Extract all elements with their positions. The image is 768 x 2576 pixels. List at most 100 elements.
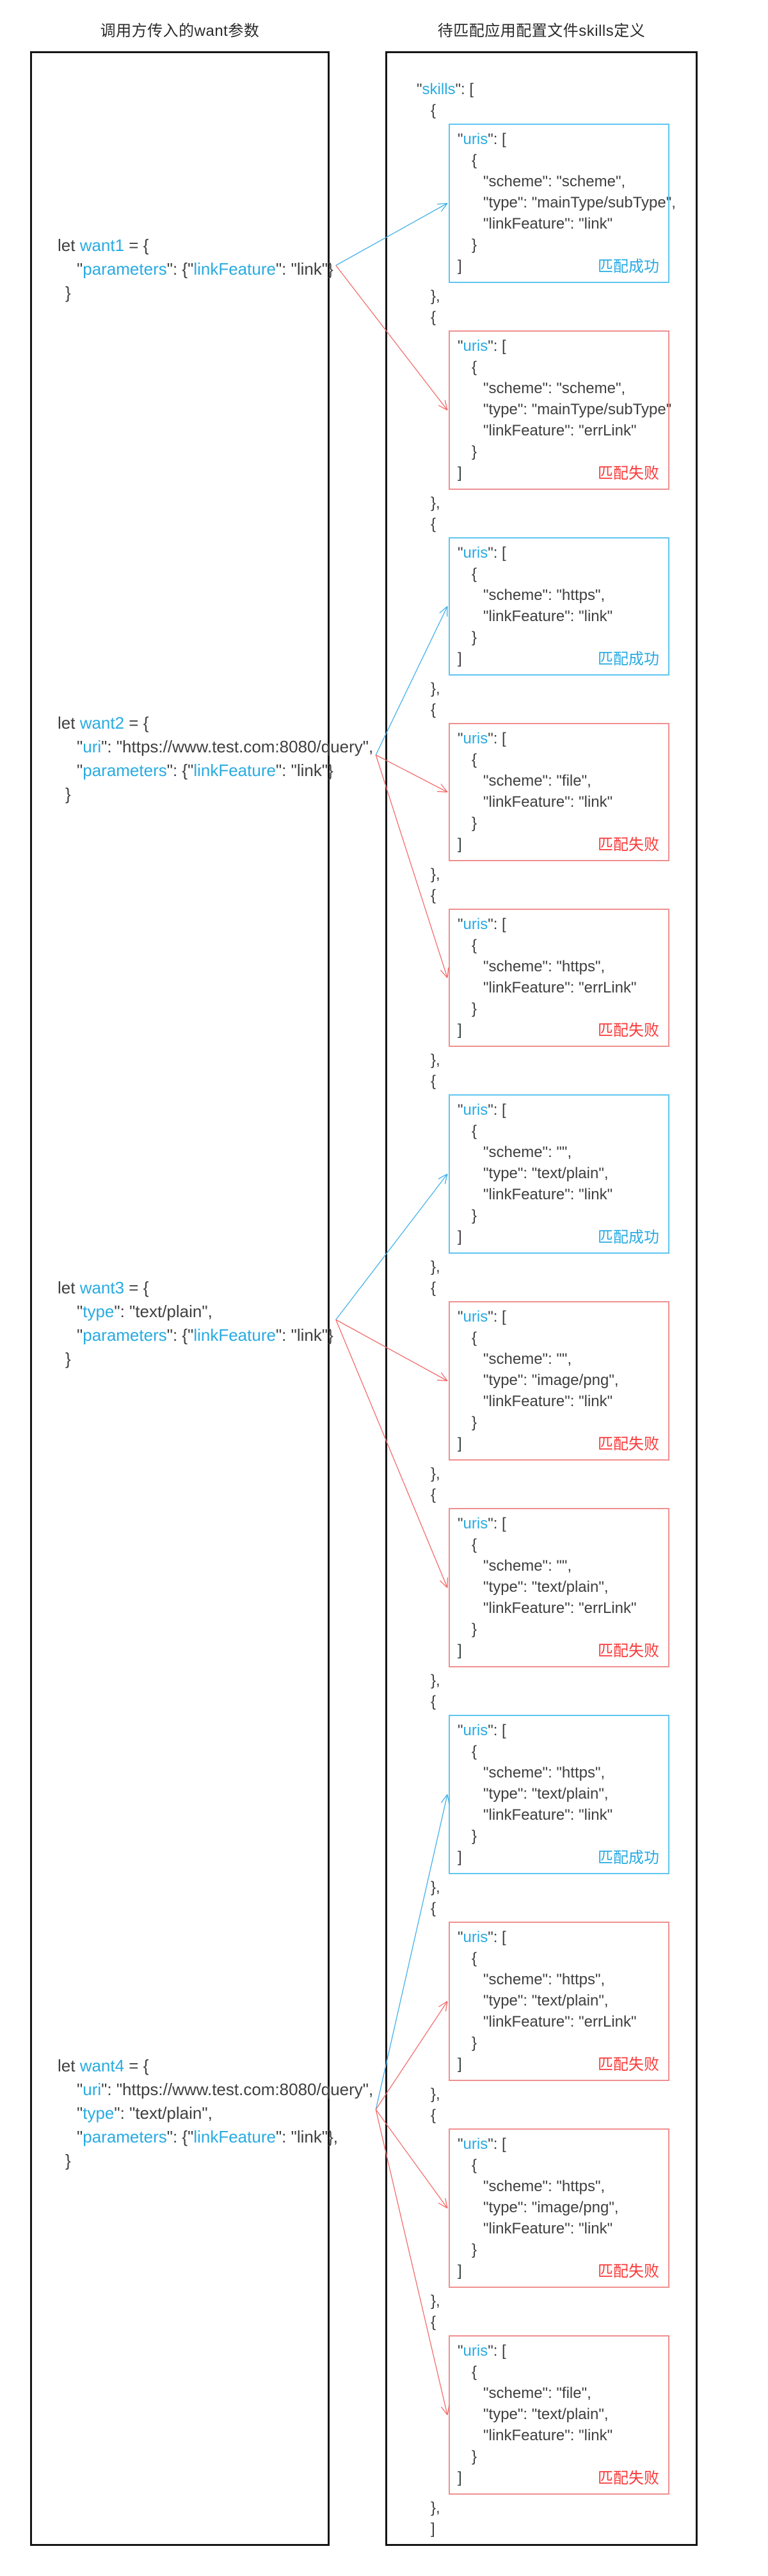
code-token-key: linkFeature <box>193 2127 276 2146</box>
uris-array-open: "uris": [ <box>450 1513 668 1534</box>
skill-item-close: }, <box>431 288 440 305</box>
code-token-key: skills <box>422 81 456 98</box>
code-token-key: uris <box>463 1929 488 1946</box>
skill-item-open: { <box>431 515 436 533</box>
code-token: ": {" <box>166 2127 194 2146</box>
uri-field: "linkFeature": "link" <box>483 2220 613 2237</box>
uri-field: "type": "mainType/subType", <box>483 194 676 211</box>
match-result-label-success: 匹配成功 <box>598 1849 659 1867</box>
uris-array-open: "uris": [ <box>450 2340 668 2361</box>
code-token: " <box>77 259 83 279</box>
code-token: ": [ <box>488 131 506 148</box>
code-token: ": [ <box>488 337 506 355</box>
code-token-key: uris <box>463 730 488 747</box>
skill-item-open: { <box>431 1486 436 1503</box>
code-token: ": [ <box>488 2135 506 2153</box>
code-token: ": [ <box>488 730 506 747</box>
code-token: " <box>458 1101 463 1119</box>
code-token-key: uris <box>463 131 488 148</box>
code-token-key: uris <box>463 544 488 562</box>
uris-array-open: "uris": [ <box>450 1306 668 1327</box>
code-line: let want3 = { <box>58 1276 333 1300</box>
uri-field: "linkFeature": "errLink" <box>483 1600 637 1617</box>
uri-object-close: } <box>472 2448 477 2465</box>
uris-array-open: "uris": [ <box>450 336 668 357</box>
code-token: ": {" <box>166 259 194 279</box>
code-token: ": "link"} <box>275 761 333 780</box>
skill-item-close: }, <box>431 866 440 883</box>
code-line: } <box>58 1347 333 1371</box>
skill-item-close: }, <box>431 1672 440 1689</box>
uri-object-open: { <box>472 2157 477 2174</box>
uri-field: "type": "image/png", <box>483 1372 619 1389</box>
code-token: ": [ <box>488 2342 506 2360</box>
uri-object-close: } <box>472 1414 477 1431</box>
code-token: ": [ <box>488 916 506 933</box>
skill-item-open: { <box>431 102 436 119</box>
code-token-key: uris <box>463 2342 488 2360</box>
uri-field: "scheme": "https", <box>483 1764 605 1781</box>
code-token: let <box>58 2056 80 2075</box>
code-token: = { <box>124 236 149 255</box>
code-token: " <box>77 2127 83 2146</box>
uris-array-close: ] <box>458 650 462 667</box>
code-line: "type": "text/plain", <box>58 2102 373 2125</box>
match-result-label-fail: 匹配失败 <box>598 2470 659 2487</box>
match-result-label-success: 匹配成功 <box>598 651 659 668</box>
code-line: let want4 = { <box>58 2054 373 2078</box>
code-token: ": [ <box>488 1515 506 1532</box>
want-snippet-want3: let want3 = {"type": "text/plain","param… <box>58 1276 333 1371</box>
code-line: let want1 = { <box>58 234 333 257</box>
code-line: "type": "text/plain", <box>58 1300 333 1324</box>
code-line: "parameters": {"linkFeature": "link"} <box>58 1324 333 1347</box>
skill-item-close: }, <box>431 2499 440 2516</box>
uri-object-open: { <box>472 1950 477 1967</box>
uri-object-open: { <box>472 359 477 376</box>
code-token: ": [ <box>488 544 506 562</box>
code-token-key: type <box>83 1302 115 1321</box>
skill-item-open: { <box>431 1279 436 1297</box>
uris-array-close: ] <box>458 1849 462 1866</box>
want-snippet-want1: let want1 = {"parameters": {"linkFeature… <box>58 234 333 305</box>
skills-list: {"uris": [{"scheme": "scheme","type": "m… <box>417 100 696 2518</box>
uri-field: "type": "image/png", <box>483 2199 619 2216</box>
uri-field: "linkFeature": "link" <box>483 793 613 811</box>
code-token-key: parameters <box>83 761 167 780</box>
uri-object-close: } <box>472 236 477 254</box>
code-token: " <box>458 730 463 747</box>
skills-panel: "skills": [ {"uris": [{"scheme": "scheme… <box>385 51 698 2546</box>
skill-uris-box-4-fail: "uris": [ { "scheme": "file", "linkFeature"… <box>449 723 669 861</box>
uri-object-close: } <box>472 1207 477 1224</box>
code-line: let want2 = { <box>58 711 373 735</box>
code-token-key: uris <box>463 337 488 355</box>
uris-array-close: ] <box>458 2469 462 2486</box>
code-token-key: uris <box>463 1722 488 1739</box>
uri-object-open: { <box>472 152 477 169</box>
code-token: " <box>458 916 463 933</box>
code-token: = { <box>124 1278 149 1297</box>
uris-array-open: "uris": [ <box>450 1720 668 1741</box>
uri-object-open: { <box>472 2363 477 2381</box>
uri-object-open: { <box>472 751 477 768</box>
uri-field: "scheme": "file", <box>483 772 591 790</box>
uri-field: "linkFeature": "link" <box>483 608 613 625</box>
code-token: ": "link"} <box>275 259 333 279</box>
uri-object-open: { <box>472 937 477 954</box>
code-token-key: want2 <box>79 713 125 733</box>
code-token-key: linkFeature <box>193 259 276 279</box>
uri-field: "scheme": "", <box>483 1144 572 1161</box>
match-result-label-success: 匹配成功 <box>598 258 659 275</box>
skill-item-close: }, <box>431 1879 440 1896</box>
uris-array-open: "uris": [ <box>450 2134 668 2155</box>
uri-object-close: } <box>472 814 477 832</box>
uri-field: "linkFeature": "link" <box>483 1393 613 1410</box>
uri-object-open: { <box>472 1122 477 1140</box>
uri-field: "scheme": "file", <box>483 2385 591 2402</box>
want-snippet-want2: let want2 = {"uri": "https://www.test.co… <box>58 711 373 806</box>
uri-field: "scheme": "https", <box>483 587 605 604</box>
skill-uris-box-11-fail: "uris": [{"scheme": "https","type": "ima… <box>449 2128 669 2288</box>
skill-item-close: }, <box>431 494 440 512</box>
skills-array-open: "skills": [ <box>417 79 696 100</box>
code-token: " <box>458 1929 463 1946</box>
uri-field: "scheme": "https", <box>483 958 605 975</box>
